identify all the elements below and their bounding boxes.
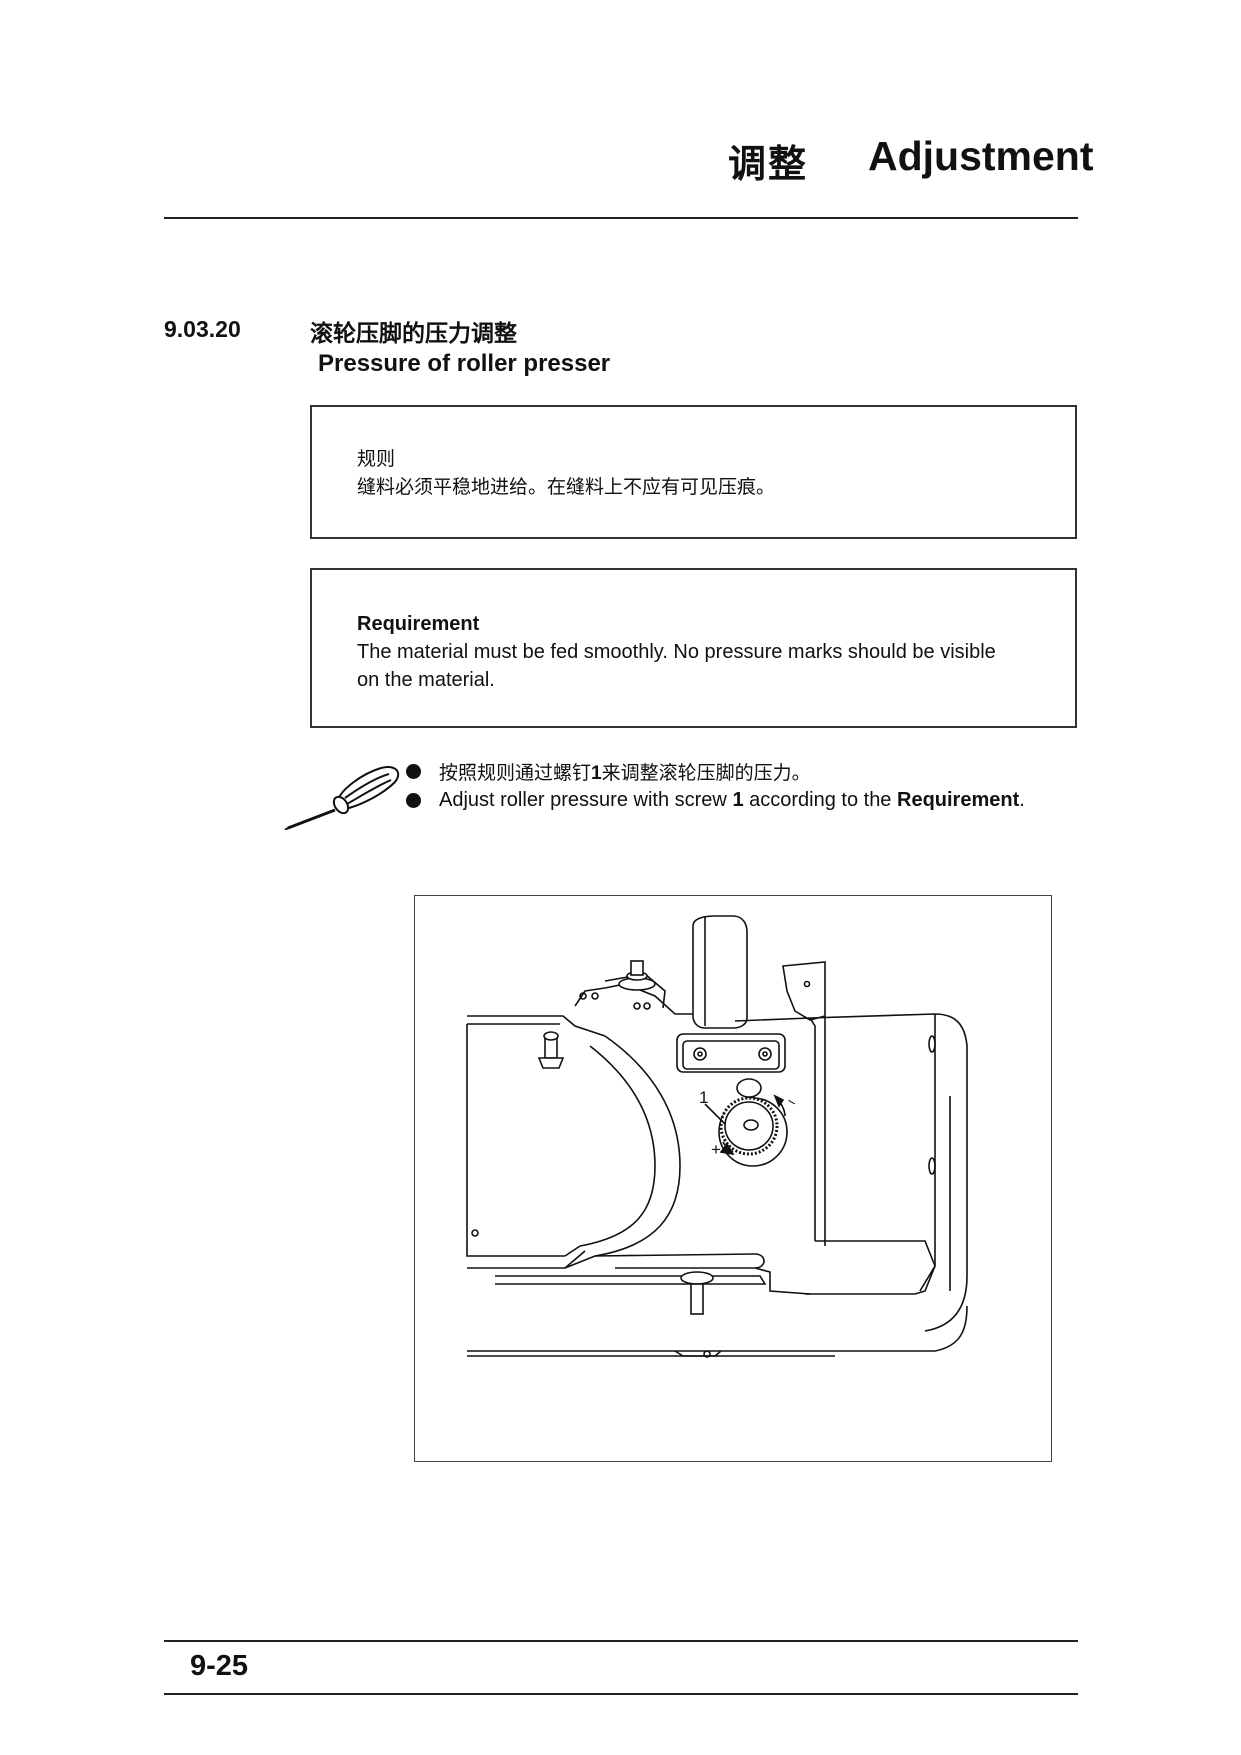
requirement-title-zh: 规则 xyxy=(357,448,396,470)
instruction-en-text-mid: according to the xyxy=(743,789,897,811)
screw-ref-zh: 1 xyxy=(591,763,602,784)
requirement-text-line1: The material must be fed smoothly. No pr… xyxy=(357,641,996,663)
header-title-zh: 调整 xyxy=(728,142,809,186)
screw-ref-en: 1 xyxy=(732,789,744,811)
machine-illustration: 1 + − xyxy=(414,895,1052,1462)
callout-number: 1 xyxy=(699,1088,709,1107)
requirement-text-line2: on the material. xyxy=(357,669,495,691)
page-number: 9-25 xyxy=(190,1650,249,1682)
instruction-en: Adjust roller pressure with screw 1 acco… xyxy=(406,786,1025,815)
requirement-ref: Requirement xyxy=(897,789,1020,811)
section-title-zh: 滚轮压脚的压力调整 xyxy=(310,321,517,347)
header-title-en: Adjustment xyxy=(868,133,1094,179)
instruction-zh-text: 按照规则通过螺钉 xyxy=(439,762,592,784)
requirement-text-zh: 缝料必须平稳地进给。在缝料上不应有可见压痕。 xyxy=(357,476,776,498)
instruction-zh-text-end: 来调整滚轮压脚的压力。 xyxy=(601,762,811,784)
section-number: 9.03.20 xyxy=(164,316,241,342)
instruction-en-text: Adjust roller pressure with screw xyxy=(439,789,733,811)
plus-sign: + xyxy=(711,1140,721,1159)
bullet-dot xyxy=(406,793,421,808)
bullet-dot xyxy=(406,764,421,779)
section-title-en: Pressure of roller presser xyxy=(318,350,611,377)
instruction-en-end: . xyxy=(1019,789,1025,811)
footer-divider-bottom xyxy=(164,1693,1078,1695)
instruction-zh: 按照规则通过螺钉1来调整滚轮压脚的压力。 xyxy=(406,757,1025,786)
instruction-list: 按照规则通过螺钉1来调整滚轮压脚的压力。 Adjust roller press… xyxy=(406,757,1025,815)
header-divider xyxy=(164,217,1078,219)
requirement-box-en: Requirement The material must be fed smo… xyxy=(310,568,1077,728)
requirement-box-zh: 规则 缝料必须平稳地进给。在缝料上不应有可见压痕。 xyxy=(310,405,1077,539)
requirement-title-en: Requirement xyxy=(357,613,480,635)
screwdriver-icon xyxy=(284,766,400,830)
footer-divider-top xyxy=(164,1640,1078,1642)
